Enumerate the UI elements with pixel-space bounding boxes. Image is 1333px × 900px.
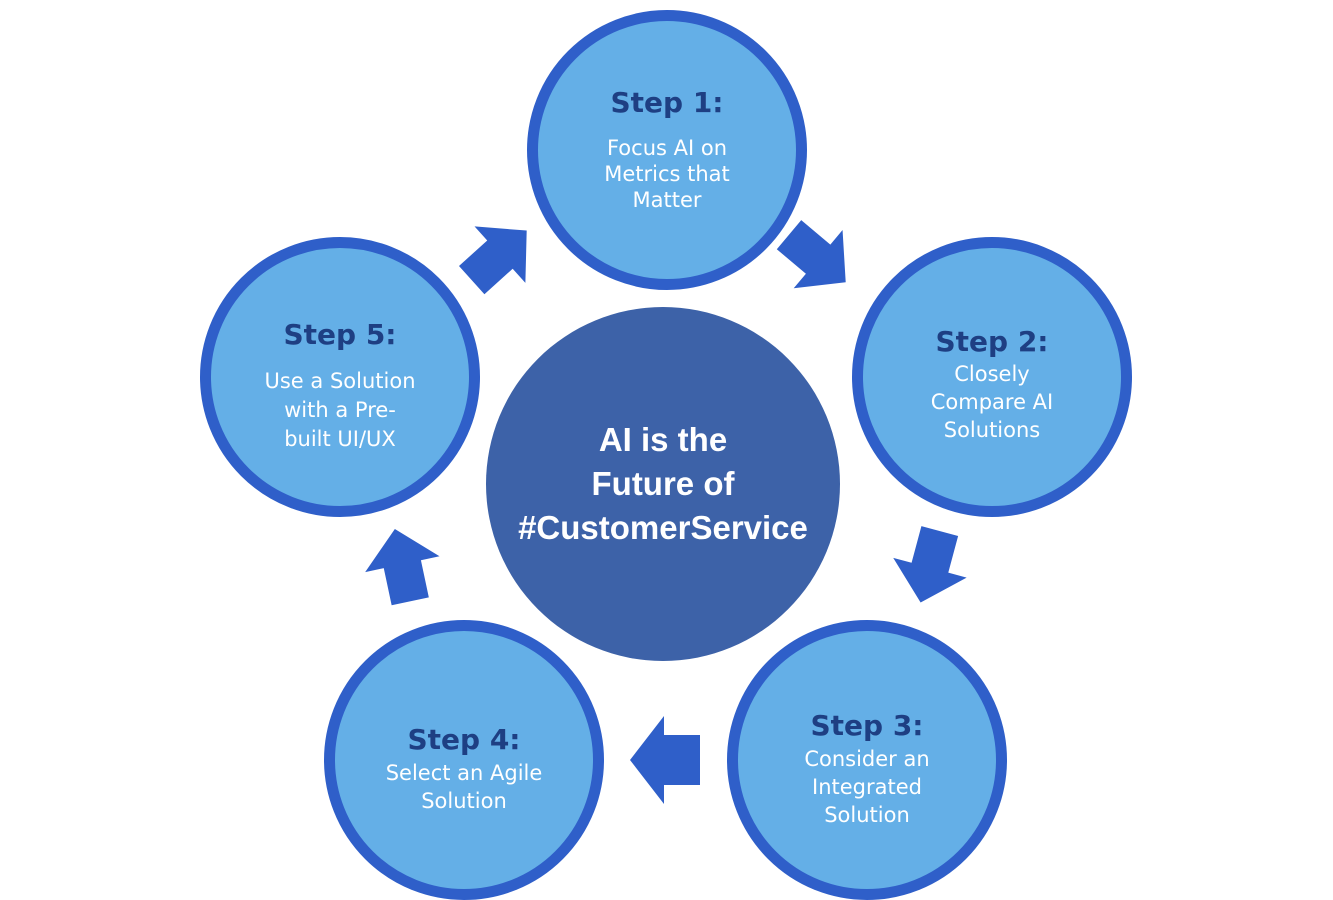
center-circle: AI is the Future of #CustomerService: [486, 307, 840, 661]
arrow-step2-to-step3-icon: [893, 526, 967, 603]
step-5-line-3: built UI/UX: [284, 427, 396, 451]
step-5-title: Step 5:: [283, 318, 397, 351]
step-5-line-2: with a Pre-: [284, 398, 396, 422]
step-4-line-1: Select an Agile: [385, 761, 543, 785]
step-5-text: Use a Solution with a Pre- built UI/UX: [211, 367, 469, 454]
step-1-line-3: Matter: [632, 188, 702, 212]
step-4-title: Step 4:: [407, 723, 521, 756]
step-3-circle: Step 3: Consider an Integrated Solution: [727, 620, 1007, 900]
step-2-line-1: Closely: [954, 362, 1030, 386]
step-1-line-2: Metrics that: [604, 162, 730, 186]
step-1-circle: Step 1: Focus AI on Metrics that Matter: [527, 10, 807, 290]
step-3-line-1: Consider an: [804, 747, 930, 771]
arrow-step5-to-step1-icon: [458, 226, 527, 295]
arrow-step1-to-step2-icon: [776, 220, 846, 289]
step-4-text: Select an Agile Solution: [335, 759, 593, 815]
step-2-line-3: Solutions: [943, 418, 1041, 442]
center-line-3: #CustomerService: [518, 509, 808, 546]
center-line-1: AI is the: [598, 421, 728, 458]
step-1-text: Focus AI on Metrics that Matter: [538, 135, 796, 213]
center-line-2: Future of: [591, 465, 735, 502]
step-4-line-2: Solution: [421, 789, 507, 813]
step-5-circle: Step 5: Use a Solution with a Pre- built…: [200, 237, 480, 517]
arrow-step4-to-step5-icon: [365, 528, 440, 606]
step-3-line-2: Integrated: [812, 775, 922, 799]
step-2-line-2: Compare AI: [930, 390, 1054, 414]
step-1-line-1: Focus AI on: [606, 136, 728, 160]
step-4-circle: Step 4: Select an Agile Solution: [324, 620, 604, 900]
step-5-line-1: Use a Solution: [264, 369, 416, 393]
step-3-line-3: Solution: [824, 803, 910, 827]
step-2-title: Step 2:: [935, 325, 1049, 358]
arrow-step3-to-step4-icon: [630, 716, 700, 804]
step-3-title: Step 3:: [810, 709, 924, 742]
step-3-text: Consider an Integrated Solution: [738, 745, 996, 829]
step-2-circle: Step 2: Closely Compare AI Solutions: [852, 237, 1132, 517]
step-1-title: Step 1:: [610, 86, 724, 119]
step-2-text: Closely Compare AI Solutions: [863, 360, 1121, 444]
